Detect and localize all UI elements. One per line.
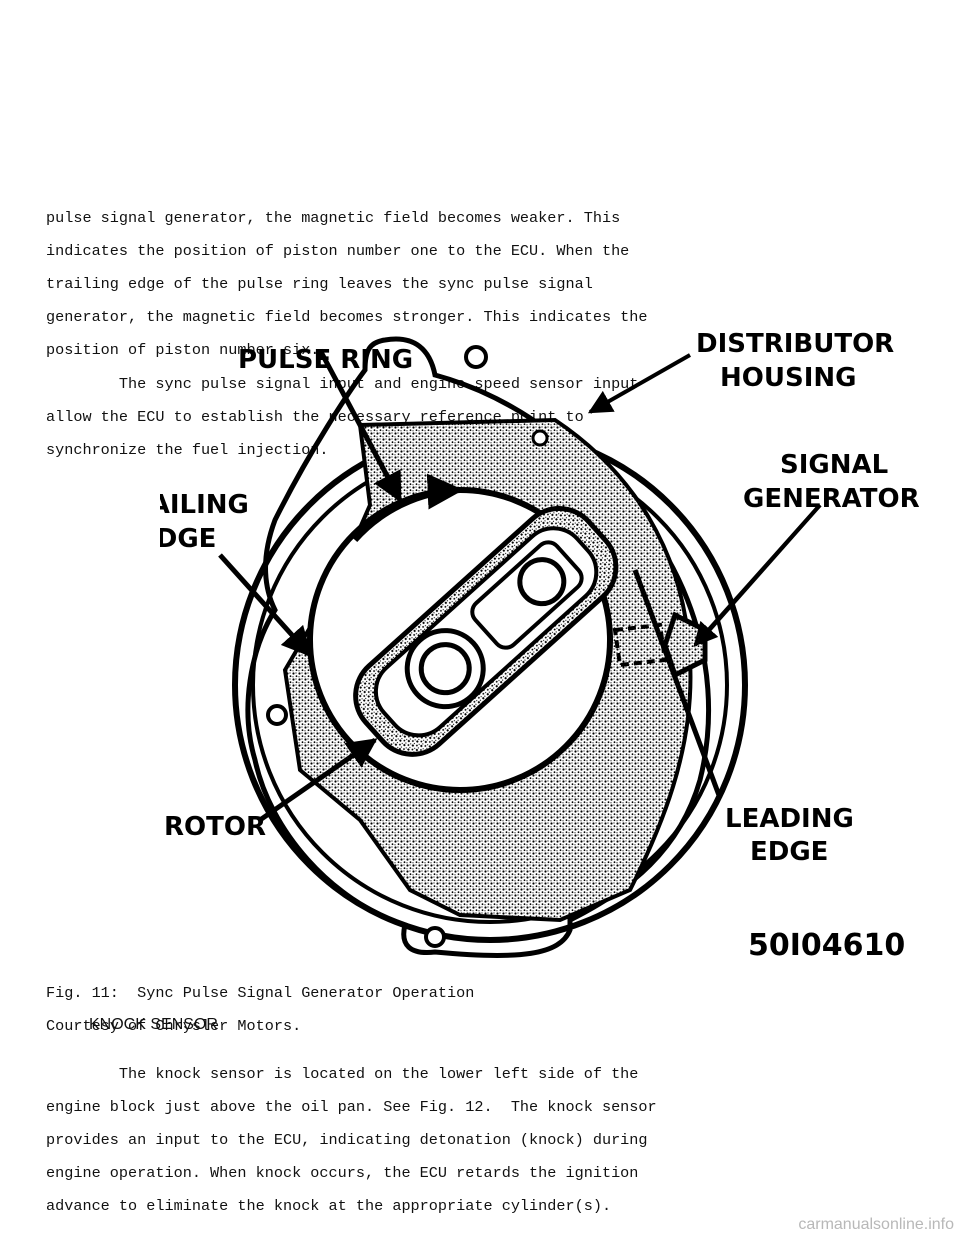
knock-paragraph: The knock sensor is located on the lower… <box>46 1049 657 1232</box>
text-line: pulse signal generator, the magnetic fie… <box>46 208 621 227</box>
label-leading-line2: EDGE <box>750 837 828 867</box>
label-distributor-line2: HOUSING <box>720 363 856 393</box>
top-paragraph: pulse signal generator, the magnetic fie… <box>46 193 648 475</box>
label-signal-line2: GENERATOR <box>743 484 920 514</box>
text-line: The knock sensor is located on the lower… <box>46 1064 639 1083</box>
section-heading: KNOCK SENSOR <box>89 1016 218 1033</box>
text-line: synchronize the fuel injection. <box>46 440 329 459</box>
figure-caption: Fig. 11: Sync Pulse Signal Generator Ope… <box>46 968 474 1051</box>
watermark: carmanualsonline.info <box>798 1216 954 1233</box>
text-line: provides an input to the ECU, indicating… <box>46 1130 648 1149</box>
mount-hole <box>531 429 549 447</box>
rotor <box>353 506 619 757</box>
distributor-diagram: PULSE RING DISTRIBUTOR HOUSING SIGNAL GE… <box>160 330 920 963</box>
label-pulse-ring: PULSE RING <box>238 345 413 375</box>
text-line: indicates the position of piston number … <box>46 241 630 260</box>
label-trailing-line2: EDGE <box>160 524 216 554</box>
caption-title: Fig. 11: Sync Pulse Signal Generator Ope… <box>46 983 475 1002</box>
label-distributor-line1: DISTRIBUTOR <box>696 330 894 359</box>
figure-code: 50I04610 <box>748 928 905 963</box>
mount-hole <box>266 704 288 726</box>
text-line: engine block just above the oil pan. See… <box>46 1097 657 1116</box>
mount-hole <box>464 345 488 369</box>
label-rotor: ROTOR <box>164 812 266 842</box>
text-line: trailing edge of the pulse ring leaves t… <box>46 274 593 293</box>
text-line: position of piston number six. <box>46 341 320 360</box>
mount-hole <box>424 926 446 948</box>
label-leading-line1: LEADING <box>725 804 854 834</box>
text-line: generator, the magnetic field becomes st… <box>46 308 648 327</box>
label-trailing-line1: TRAILING <box>160 490 249 520</box>
label-signal-line1: SIGNAL <box>780 450 888 480</box>
text-line: engine operation. When knock occurs, the… <box>46 1164 639 1183</box>
text-line: advance to eliminate the knock at the ap… <box>46 1197 612 1216</box>
caption-credit: Courtesy of Chrysler Motors. <box>46 1016 302 1035</box>
